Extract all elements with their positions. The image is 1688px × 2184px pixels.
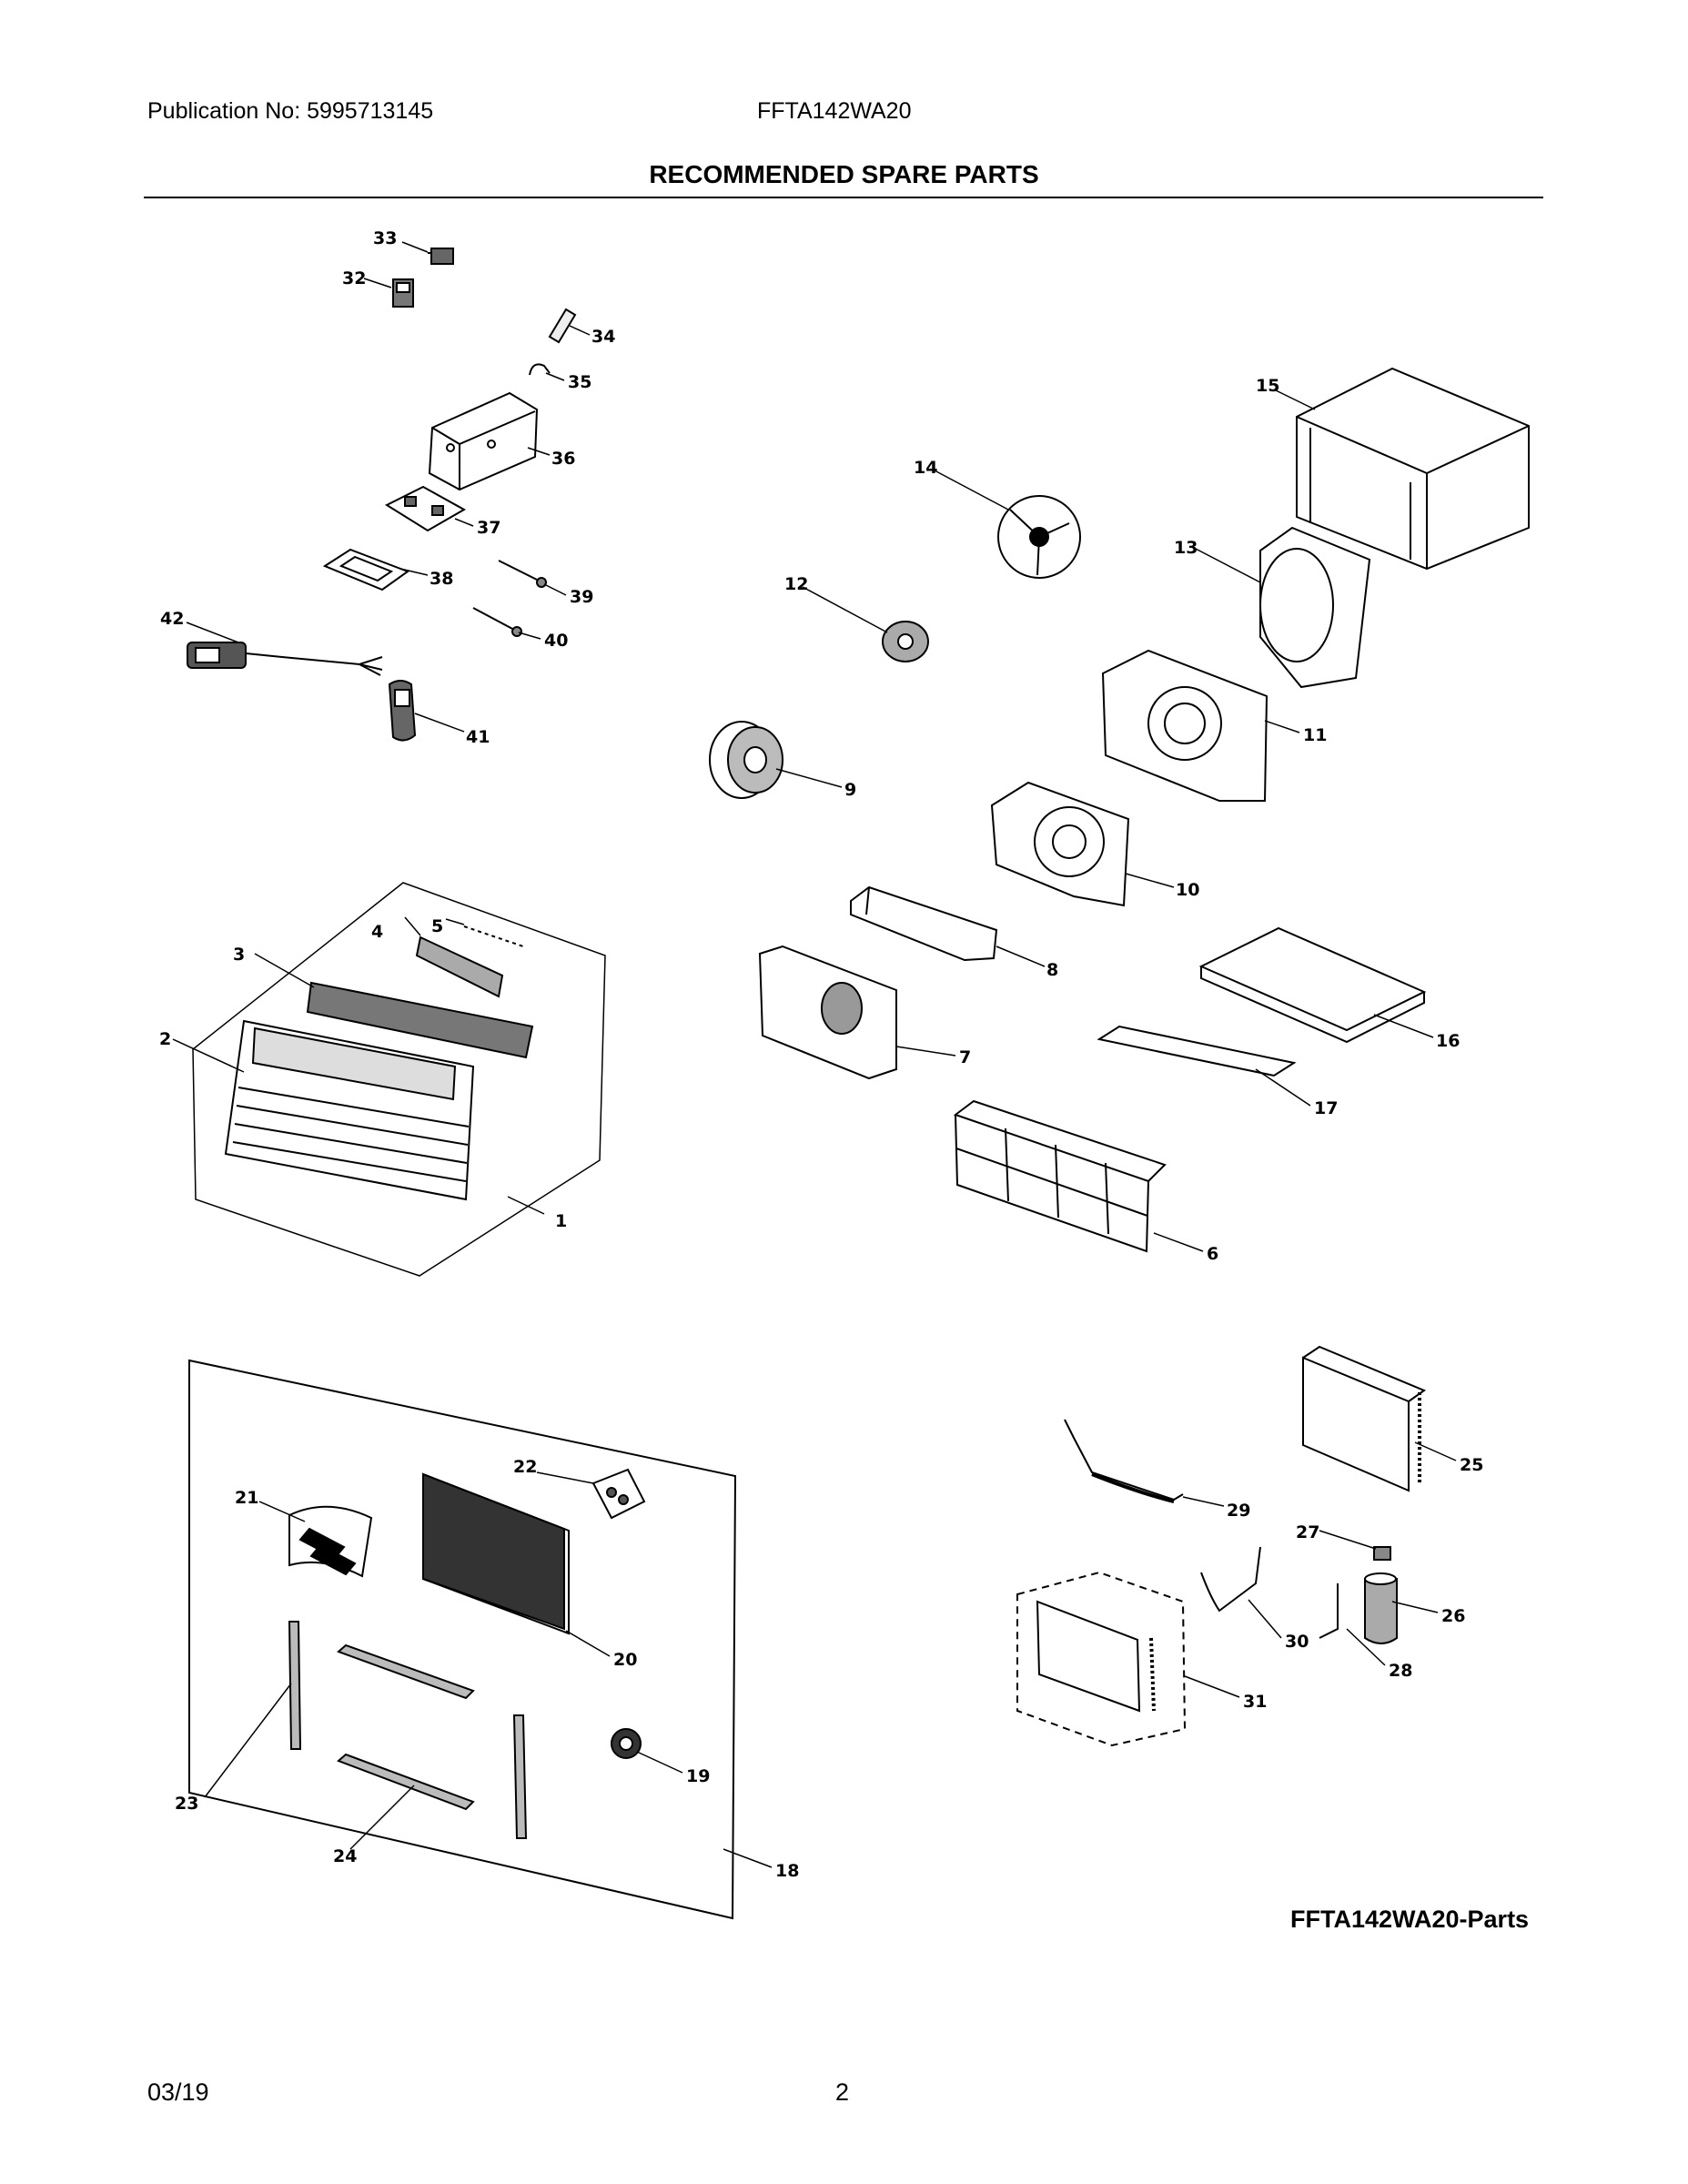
callout-17: 17 <box>1314 1098 1338 1118</box>
callout-18: 18 <box>775 1861 799 1881</box>
callout-40: 40 <box>544 631 568 651</box>
part-40-sensor <box>472 607 522 637</box>
callout-labels: 33 32 34 35 36 37 38 39 40 42 41 4 5 3 2… <box>159 228 1483 1881</box>
callout-5: 5 <box>431 916 443 936</box>
part-15-cabinet <box>1296 367 1530 571</box>
part-32-capacitor <box>392 278 414 308</box>
callout-37: 37 <box>477 518 500 538</box>
callout-33: 33 <box>373 228 397 248</box>
part-16-base-pan <box>1198 926 1427 1044</box>
callout-26: 26 <box>1441 1606 1465 1626</box>
callout-34: 34 <box>591 327 615 347</box>
part-17-drain-tray <box>1097 1025 1297 1077</box>
part-23-top-rail <box>288 1621 302 1750</box>
part-27-overload <box>1373 1546 1391 1561</box>
callout-2: 2 <box>159 1029 171 1049</box>
part-38-display-board <box>322 548 410 592</box>
callout-3: 3 <box>233 945 245 965</box>
part-4-filter-guide <box>415 935 504 998</box>
callout-9: 9 <box>844 780 856 800</box>
part-13-shroud <box>1259 526 1371 689</box>
callout-35: 35 <box>568 372 591 392</box>
part-18-installation-kit-sheet <box>188 1359 737 1920</box>
page-number: 2 <box>835 2078 850 2106</box>
part-20-side-curtain <box>422 1472 570 1635</box>
part-36-control-box <box>428 391 539 491</box>
part-11-motor-bracket <box>1101 649 1269 802</box>
callout-27: 27 <box>1296 1522 1319 1542</box>
callout-8: 8 <box>1046 960 1058 980</box>
callout-36: 36 <box>551 449 575 469</box>
part-24-sill-rail <box>337 1643 475 1811</box>
part-14-fan-blade <box>997 495 1081 579</box>
part-9-blower-wheel <box>709 721 783 799</box>
publication-number: Publication No: 5995713145 <box>147 98 434 124</box>
callout-14: 14 <box>914 458 937 478</box>
callout-1: 1 <box>555 1211 567 1231</box>
callout-39: 39 <box>570 587 593 607</box>
part-22-hardware-bag <box>591 1468 646 1520</box>
diagram-tag: FFTA142WA20-Parts <box>1290 1906 1530 1933</box>
callout-15: 15 <box>1256 376 1279 396</box>
footer-date: 03/19 <box>147 2078 209 2106</box>
callout-20: 20 <box>613 1650 637 1670</box>
callout-7: 7 <box>959 1047 971 1067</box>
callout-31: 31 <box>1243 1692 1267 1712</box>
model-number: FFTA142WA20 <box>757 98 912 124</box>
callout-41: 41 <box>466 727 490 747</box>
callout-30: 30 <box>1285 1632 1309 1652</box>
part-1-front-panel-assembly <box>192 882 606 1277</box>
callout-13: 13 <box>1174 538 1198 558</box>
callout-29: 29 <box>1227 1501 1250 1521</box>
callout-22: 22 <box>513 1457 537 1477</box>
part-26-compressor <box>1319 1572 1398 1644</box>
part-34-fuse <box>548 308 577 344</box>
callout-24: 24 <box>333 1846 357 1866</box>
part-30-tubing <box>1200 1546 1261 1613</box>
callout-19: 19 <box>686 1766 710 1786</box>
callout-25: 25 <box>1460 1455 1483 1475</box>
part-8-air-duct <box>850 885 998 962</box>
part-19-foam-roll <box>611 1728 642 1759</box>
part-41-remote-control <box>388 680 417 742</box>
part-12-fan-motor <box>882 621 929 662</box>
part-31-evaporator-coil <box>1016 1571 1187 1747</box>
part-3-louver <box>306 981 534 1059</box>
callout-23: 23 <box>175 1794 198 1814</box>
callout-10: 10 <box>1176 880 1199 900</box>
callout-38: 38 <box>430 569 453 589</box>
part-42-power-cord <box>187 642 383 676</box>
part-10-scroll-housing <box>990 781 1130 907</box>
callout-21: 21 <box>235 1488 258 1508</box>
callout-4: 4 <box>371 922 383 942</box>
part-6-air-filter <box>953 1099 1167 1253</box>
part-7-partition-panel <box>758 945 897 1080</box>
part-5-screws <box>463 925 524 947</box>
part-29-drain-pan <box>1064 1419 1184 1503</box>
part-37-control-board <box>384 485 467 532</box>
part-33-relay <box>428 248 454 265</box>
leader-lines <box>172 241 1457 1868</box>
callout-11: 11 <box>1303 725 1327 745</box>
part-side-rail <box>512 1714 528 1839</box>
part-21-foam-seal <box>288 1505 373 1578</box>
callout-12: 12 <box>784 574 808 594</box>
callout-16: 16 <box>1436 1031 1460 1051</box>
part-35-clip <box>529 363 551 376</box>
callout-32: 32 <box>342 268 366 288</box>
callout-42: 42 <box>160 609 184 629</box>
page-title: RECOMMENDED SPARE PARTS <box>649 160 1039 188</box>
part-25-condenser-coil <box>1302 1345 1427 1492</box>
part-39-sensor <box>498 560 547 588</box>
callout-28: 28 <box>1389 1661 1412 1681</box>
callout-6: 6 <box>1207 1244 1218 1264</box>
title-divider <box>144 197 1543 198</box>
